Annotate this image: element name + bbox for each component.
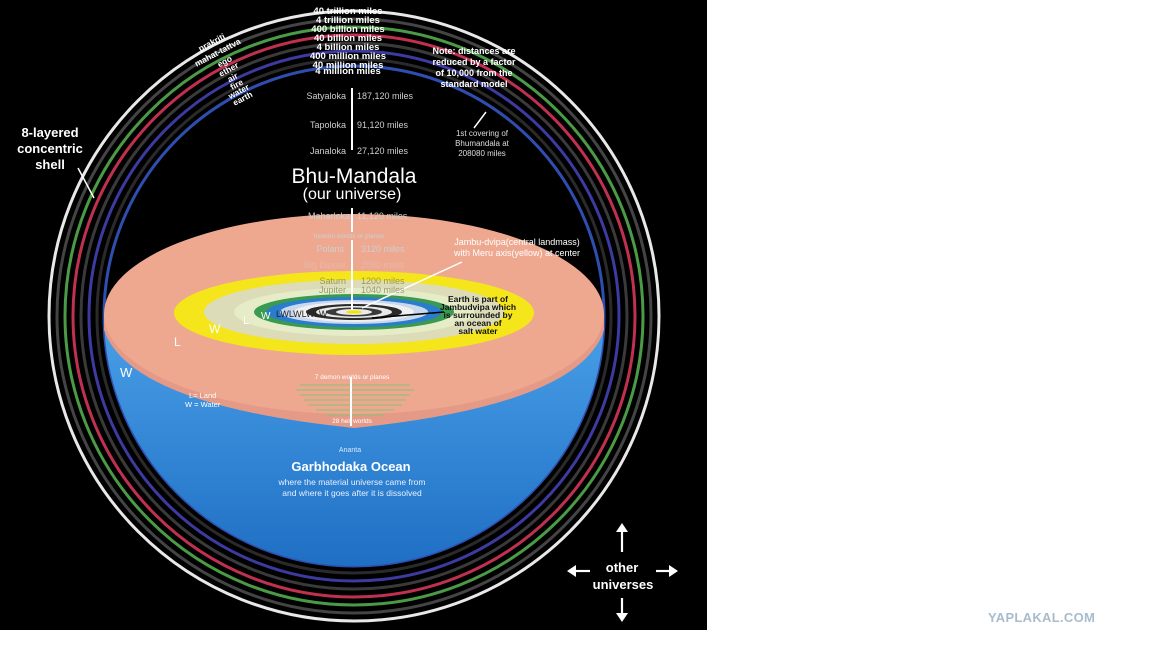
ring-letter-run: LWLWLWLW — [276, 309, 328, 319]
earth-note-line4: an ocean of — [454, 318, 501, 328]
ring-letter-w-3: W — [261, 311, 271, 322]
planet-polaris-miles: 3120 miles — [361, 244, 405, 254]
shell-distance-4: 40 billion miles — [314, 33, 382, 44]
shell-ring-air — [79, 41, 629, 591]
diagram-title: Bhu-Mandala — [292, 165, 417, 188]
jambu-note-line2: with Meru axis(yellow) at center — [453, 248, 580, 258]
note-line3: of 10,000 from the — [435, 68, 512, 78]
axis-lines — [350, 88, 353, 426]
shell-distance-8: 4 million miles — [315, 66, 380, 77]
legend-water: W = Water — [185, 400, 221, 409]
shell-ring-ether — [71, 33, 637, 599]
planet-jupiter-miles: 1040 miles — [361, 285, 405, 295]
planet-satyaloka-name: Satyaloka — [306, 91, 346, 101]
heaven-worlds-label: heaven worlds or planes — [314, 233, 385, 240]
hell-worlds-label: 28 hell worlds — [332, 418, 372, 425]
arrow-right-icon — [669, 565, 678, 577]
other-universes-arrows — [567, 523, 678, 622]
cosmology-diagram: 40 trillion miles 4 trillion miles 400 b… — [0, 0, 707, 630]
shell-distance-5: 4 billion miles — [317, 42, 380, 53]
jambu-note-line1: Jambu-dvipa(central landmass) — [454, 237, 580, 247]
arrow-left-icon — [567, 565, 576, 577]
shell-ring-water — [95, 57, 613, 575]
shell-ring-prakriti — [47, 9, 661, 623]
other-universes-line2: universes — [593, 577, 654, 592]
earth-note-line2: Jambudvipa which — [440, 302, 516, 312]
note-line2: reduced by a factor — [432, 57, 516, 67]
earth-note-line5: salt water — [458, 326, 498, 336]
other-universes-line1: other — [606, 560, 639, 575]
ring-letter-l-2: L — [243, 315, 249, 327]
note-line4: standard model — [440, 79, 507, 89]
planet-saturn-name: Saturn — [319, 276, 346, 286]
planet-jupiter-name: Jupiter — [319, 285, 346, 295]
planet-janaloka-miles: 27,120 miles — [357, 146, 409, 156]
planet-polaris-name: Polaris — [316, 244, 344, 254]
diagram-subtitle: (our universe) — [303, 186, 402, 203]
shell-distance-2: 4 trillion miles — [316, 15, 380, 26]
legend-land: L= Land — [189, 391, 216, 400]
ring-letter-w-outer: W — [120, 365, 133, 380]
arrow-down-icon — [616, 613, 628, 622]
planet-big-dipper-miles: 2080 miles — [361, 260, 405, 270]
shell-ring-fire — [87, 49, 621, 583]
ring-letter-l-outer: L — [174, 335, 181, 349]
earth-note-line1: Earth is part of — [448, 294, 508, 304]
first-covering-line3: 208080 miles — [458, 149, 506, 158]
shell-distance-3: 400 billion miles — [311, 24, 384, 35]
shell-label-line1: 8-layered — [21, 125, 78, 140]
ananta-label: Ananta — [339, 447, 361, 454]
shell-distance-6: 400 million miles — [310, 51, 386, 62]
shell-label-line2: concentric — [17, 141, 83, 156]
first-covering-line1: 1st covering of — [456, 129, 509, 138]
first-covering-line2: Bhumandala at — [455, 139, 510, 148]
first-covering-pointer — [473, 111, 487, 129]
earth-note-line3: is surrounded by — [444, 310, 513, 320]
shell-pointer — [77, 167, 95, 199]
watermark: YAPLAKAL.COM — [988, 610, 1096, 625]
planet-maharloka-miles: 11,120 miles — [357, 211, 408, 221]
shell-distance-1: 40 trillion miles — [313, 6, 382, 17]
demon-worlds-label: 7 demon worlds or planes — [315, 374, 390, 381]
shell-ring-ego — [63, 25, 645, 607]
earth-pointer — [371, 311, 445, 319]
jambu-dvipa-pointer — [361, 261, 463, 309]
planet-maharloka-name: Maharloka — [308, 211, 350, 221]
planet-janaloka-name: Janaloka — [310, 146, 346, 156]
shell-ring-mahat-tattva — [55, 17, 653, 615]
shell-label-line3: shell — [35, 157, 65, 172]
ring-letter-w-2: W — [209, 322, 221, 336]
element-air: air — [226, 70, 240, 84]
note-line1: Note: distances are — [432, 46, 515, 56]
ocean-desc-line1: where the material universe came from — [278, 477, 426, 487]
planet-tapoloka-name: Tapoloka — [310, 120, 346, 130]
shell-distance-7: 40 million miles — [313, 60, 384, 71]
ocean-title: Garbhodaka Ocean — [291, 459, 410, 474]
planet-big-dipper-name: Big Dipper — [304, 260, 346, 270]
planet-tapoloka-miles: 91,120 miles — [357, 120, 409, 130]
planet-satyaloka-miles: 187,120 miles — [357, 91, 414, 101]
ocean-desc-line2: and where it goes after it is dissolved — [282, 488, 422, 498]
diagram-canvas: 40 trillion miles 4 trillion miles 400 b… — [17, 6, 678, 623]
planet-saturn-miles: 1200 miles — [361, 276, 405, 286]
arrow-up-icon — [616, 523, 628, 532]
underworld-layers — [296, 384, 414, 416]
